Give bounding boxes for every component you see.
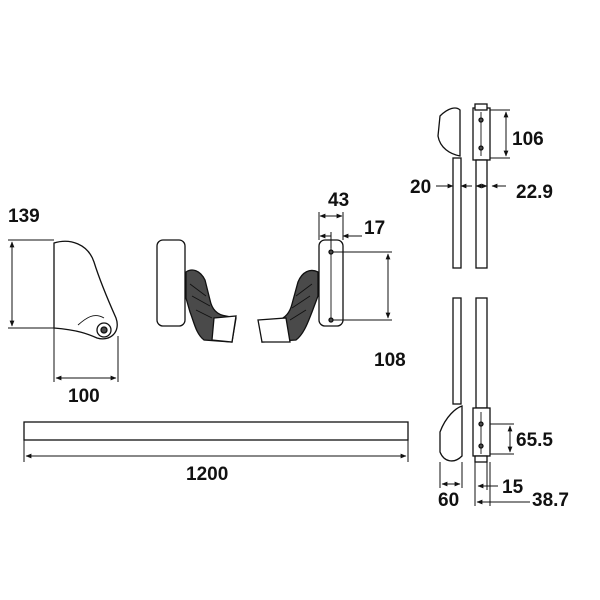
dimension-latch-height: 108 bbox=[333, 251, 406, 371]
top-rod-assembly bbox=[437, 103, 491, 269]
dimension-handle-height: 139 bbox=[8, 206, 54, 329]
dimension-latch-offset: 17 bbox=[319, 218, 385, 248]
label-bottom-latch-height: 65.5 bbox=[516, 430, 553, 451]
label-top-rod-gap: 20 bbox=[410, 177, 431, 198]
label-bar-length: 1200 bbox=[186, 464, 228, 485]
label-latch-total-width: 43 bbox=[328, 190, 349, 211]
label-bottom-width: 60 bbox=[438, 490, 459, 511]
label-top-rod-width: 22.9 bbox=[516, 182, 553, 203]
label-bottom-offset: 15 bbox=[502, 477, 524, 498]
label-latch-height: 108 bbox=[374, 350, 406, 371]
latch-assembly-left bbox=[156, 239, 237, 343]
handle-end-cap bbox=[53, 240, 118, 340]
bottom-rod-assembly bbox=[439, 297, 491, 463]
dimension-top-latch-height: 106 bbox=[490, 109, 544, 159]
label-top-latch-height: 106 bbox=[512, 129, 544, 150]
dimension-bar-length: 1200 bbox=[23, 440, 409, 485]
latch-assembly-right bbox=[257, 239, 344, 343]
dimension-top-rod: 20 22.9 bbox=[410, 177, 553, 203]
dimension-bottom-widths: 60 15 38.7 bbox=[438, 462, 569, 511]
dimension-latch-total-width: 43 bbox=[318, 190, 349, 240]
dimension-handle-width: 100 bbox=[53, 328, 119, 407]
label-handle-height: 139 bbox=[8, 206, 40, 227]
push-bar bbox=[23, 421, 409, 441]
label-bottom-total: 38.7 bbox=[532, 490, 569, 511]
label-handle-width: 100 bbox=[68, 386, 100, 407]
dimension-bottom-latch-height: 65.5 bbox=[490, 423, 553, 455]
label-latch-offset: 17 bbox=[364, 218, 385, 239]
